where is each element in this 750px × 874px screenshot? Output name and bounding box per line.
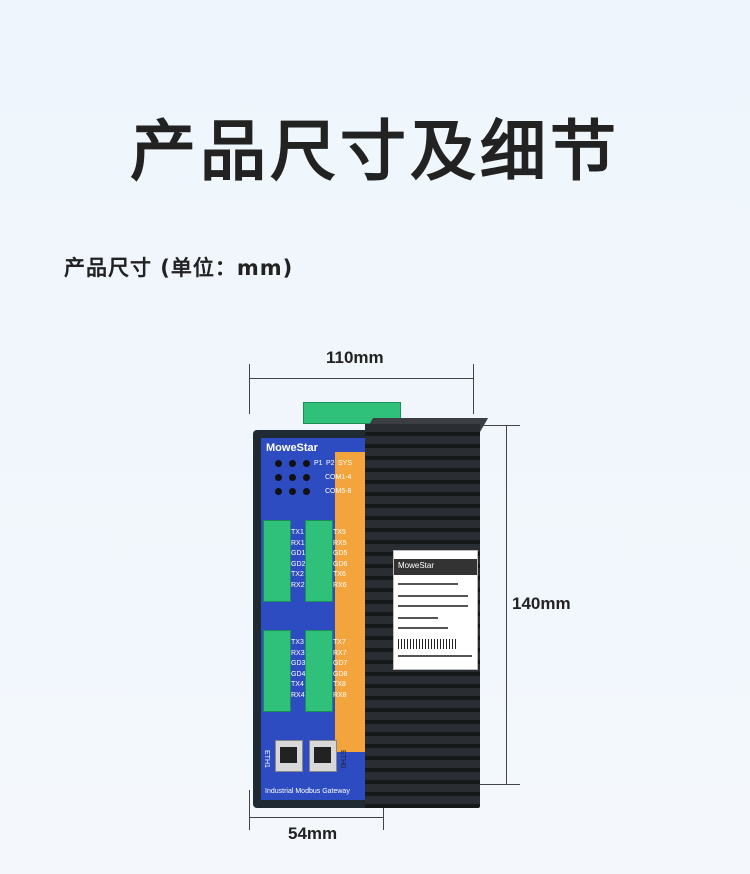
port-label: TX1 — [291, 529, 304, 536]
label-text-line — [398, 627, 448, 629]
depth-dim-line — [249, 817, 383, 818]
depth-dim-label: 54mm — [288, 824, 338, 843]
port-label: GD8 — [333, 670, 348, 678]
gateway-device: MoweStar MoweStar P1 P2 SYS COM1-4 COM5-… — [245, 400, 490, 820]
port-label: RX7 — [333, 649, 347, 657]
port-labels-right-bottom: TX7 RX7 GD7 GD8 TX8 RX8 — [333, 638, 347, 701]
height-dim-label: 140mm — [512, 594, 571, 613]
port-label: TX5 — [333, 529, 346, 536]
port-label: RX3 — [291, 649, 305, 657]
product-label: MoweStar — [393, 550, 478, 670]
port-label: RX5 — [333, 539, 347, 547]
eth1-label: ETH1 — [263, 750, 270, 768]
height-dim-line — [506, 425, 507, 784]
label-header — [394, 559, 477, 575]
terminal-block-left-top — [263, 520, 291, 602]
port-label: TX7 — [333, 639, 346, 646]
led-label-p2: P2 — [326, 460, 335, 467]
port-label: RX1 — [291, 539, 305, 547]
port-label: RX2 — [291, 581, 305, 589]
port-label: TX4 — [291, 681, 304, 688]
depth-dim-left-tick — [249, 790, 250, 830]
label-brand: MoweStar — [398, 561, 435, 570]
height-dim-top-tick — [470, 425, 520, 426]
led-indicator — [303, 460, 310, 467]
port-label: TX2 — [291, 571, 304, 578]
port-label: GD4 — [291, 670, 306, 678]
led-label-com1-4: COM1-4 — [325, 474, 352, 481]
barcode — [398, 639, 458, 649]
width-dim-line — [249, 378, 473, 379]
port-label: GD5 — [333, 550, 348, 557]
port-label: RX6 — [333, 581, 347, 589]
label-text-line — [398, 583, 458, 585]
section-subtitle: 产品尺寸 (单位：mm) — [64, 256, 294, 280]
width-dim-label: 110mm — [326, 348, 384, 367]
rj45-socket — [314, 747, 331, 763]
port-label: TX8 — [333, 681, 346, 688]
port-label-stripe — [335, 452, 365, 752]
port-label: TX6 — [333, 571, 346, 578]
port-label: GD2 — [291, 560, 306, 568]
led-label-p1: P1 — [314, 460, 323, 467]
terminal-block-left-bottom — [263, 630, 291, 712]
port-label: RX4 — [291, 691, 305, 699]
width-dim-left-tick — [249, 364, 250, 414]
label-text-line — [398, 617, 438, 619]
device-brand: MoweStar — [266, 442, 318, 454]
page-title: 产品尺寸及细节 — [130, 113, 620, 190]
eth0-port — [309, 740, 337, 772]
led-label-sys: SYS — [338, 460, 353, 467]
port-label: GD7 — [333, 660, 348, 667]
port-label: GD6 — [333, 560, 348, 568]
port-labels-left-top: TX1 RX1 GD1 GD2 TX2 RX2 — [291, 528, 305, 591]
label-text-line — [398, 595, 468, 597]
label-text-line — [398, 605, 468, 607]
port-label: RX8 — [333, 691, 347, 699]
terminal-block-right-bottom — [305, 630, 333, 712]
port-labels-right-top: TX5 RX5 GD5 GD6 TX6 RX6 — [333, 528, 347, 591]
device-bottom-text: Industrial Modbus Gateway — [265, 788, 350, 795]
led-indicator — [289, 460, 296, 467]
led-indicator — [275, 488, 282, 495]
eth0-label: ETH0 — [339, 750, 346, 768]
led-indicator — [275, 474, 282, 481]
led-indicator — [303, 474, 310, 481]
label-text-line — [398, 655, 472, 657]
led-indicator — [275, 460, 282, 467]
led-indicator — [289, 488, 296, 495]
port-label: GD3 — [291, 660, 306, 667]
led-label-com5-8: COM5-8 — [325, 488, 352, 495]
terminal-block-right-top — [305, 520, 333, 602]
depth-dim-right-tick — [383, 790, 384, 830]
rj45-socket — [280, 747, 297, 763]
port-label: GD1 — [291, 550, 306, 557]
led-indicator — [303, 488, 310, 495]
port-labels-left-bottom: TX3 RX3 GD3 GD4 TX4 RX4 — [291, 638, 305, 701]
eth1-port — [275, 740, 303, 772]
port-label: TX3 — [291, 639, 304, 646]
height-dim-bottom-tick — [470, 784, 520, 785]
led-indicator — [289, 474, 296, 481]
width-dim-right-tick — [473, 364, 474, 414]
